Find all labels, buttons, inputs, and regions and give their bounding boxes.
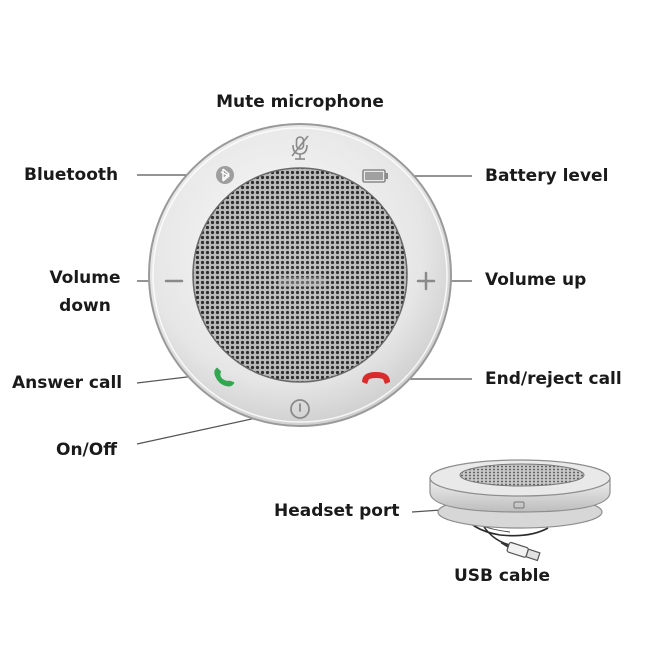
battery-icon [362,169,388,183]
side-grille [459,463,585,487]
plus-icon [416,271,436,291]
label-end-reject-call: End/reject call [485,369,622,389]
label-battery-level: Battery level [485,166,609,186]
power-icon [290,399,310,419]
usb-plug [500,541,541,562]
headset-port-jack [513,501,525,509]
label-on-off: On/Off [56,440,117,460]
label-volume-down-line2: down [59,296,111,316]
bluetooth-icon [216,166,234,184]
end-call-icon [362,372,390,384]
label-headset-port: Headset port [274,501,400,521]
answer-call-icon [214,367,235,387]
label-volume-up: Volume up [485,270,587,290]
speakerphone-top-view [148,123,452,427]
speakerphone-side-view [429,459,611,562]
label-mute-microphone: Mute microphone [216,92,384,112]
mute-microphone-icon [291,135,309,160]
label-bluetooth: Bluetooth [24,165,119,185]
label-answer-call: Answer call [12,373,123,393]
label-volume-down-line1: Volume [49,268,121,288]
label-usb-cable: USB cable [454,566,550,586]
center-logo [278,277,324,287]
